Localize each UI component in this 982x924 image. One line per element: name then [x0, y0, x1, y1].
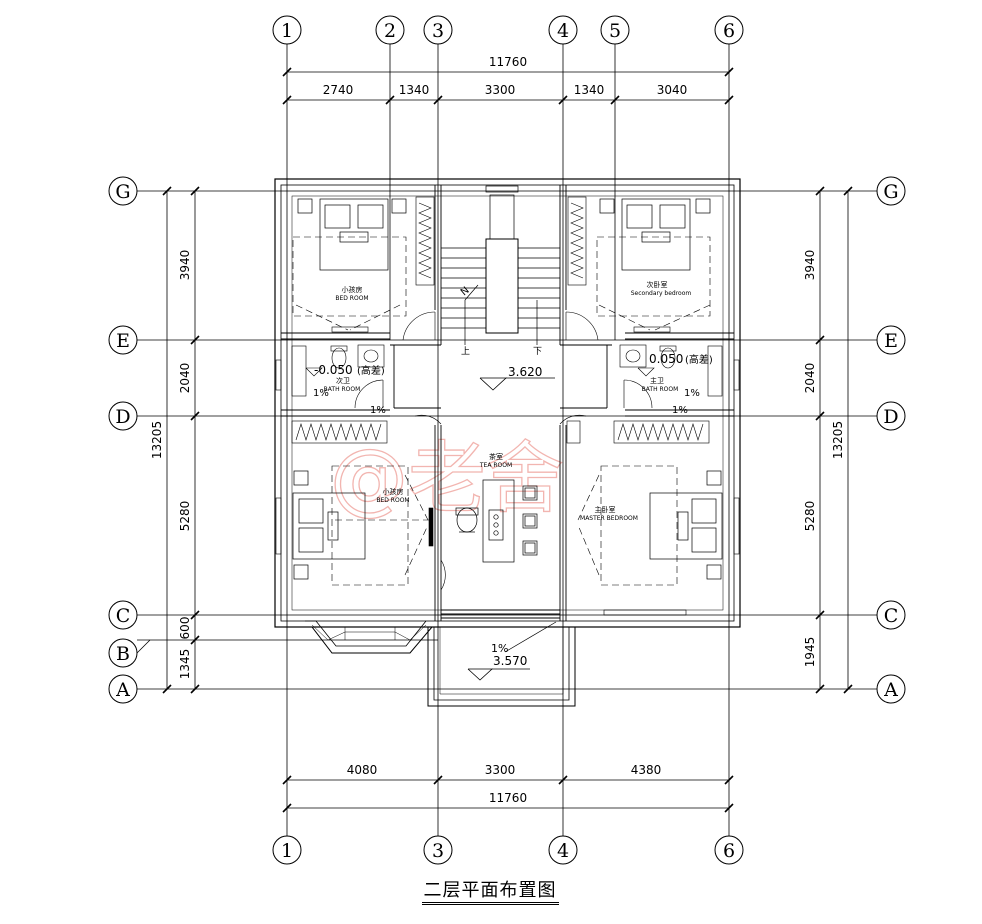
wardrobes [291, 196, 710, 444]
room-bedroom-tl-en: BED ROOM [335, 295, 368, 302]
dim-bottom-seg-3: 4380 [631, 763, 662, 777]
axis-label-top-4: 4 [557, 20, 569, 42]
drawing-title-text: 二层平面布置图 [421, 880, 559, 905]
axis-label-left-a: A [115, 679, 130, 701]
dim-top-seg-4: 1340 [574, 83, 605, 97]
drawing-title: 二层平面布置图 [390, 876, 590, 905]
axis-label-right-a: A [883, 679, 898, 701]
slope-bath-right-b: 1% [672, 405, 688, 416]
drop-note-left: (高差) [357, 364, 385, 377]
axis-grid-lines [137, 44, 877, 836]
dim-left-total: 13205 [150, 421, 164, 459]
room-bedroom-tr-cn: 次卧室 [647, 280, 668, 289]
dim-right-total: 13205 [831, 421, 845, 459]
slope-bath-left-a: 1% [313, 388, 329, 399]
dim-right-seg-1: 3940 [803, 250, 817, 281]
bath-level-left: -0.050 (高差) 1% 1% [305, 363, 386, 416]
dim-left-seg-3: 5280 [178, 501, 192, 532]
axis-label-top-1: 1 [281, 20, 293, 42]
room-tea-cn: 茶室 [489, 452, 503, 461]
dimension-lines [162, 67, 853, 813]
tea-table [455, 479, 538, 563]
dim-bottom-seg-1: 4080 [347, 763, 378, 777]
slope-bath-left-b: 1% [370, 405, 386, 416]
axis-label-top-3: 3 [432, 20, 444, 42]
level-mark-balcony: 3.570 1% [467, 621, 557, 681]
room-bedroom-tl-cn: 小孩房 [342, 285, 363, 294]
drop-note-right: (高差) [685, 353, 713, 366]
room-bath-left-cn: 次卫 [336, 376, 350, 385]
axis-label-left-b: B [116, 643, 130, 665]
dim-top-seg-1: 2740 [323, 83, 354, 97]
room-tea-en: TEA ROOM [479, 462, 512, 469]
dim-bottom-total: 11760 [489, 791, 527, 805]
dim-right-seg-4: 1945 [803, 637, 817, 668]
axis-label-right-c: C [884, 605, 899, 627]
dim-bottom-seg-2: 3300 [485, 763, 516, 777]
axis-label-top-5: 5 [609, 20, 621, 42]
dim-right-seg-3: 5280 [803, 501, 817, 532]
dimension-texts: 11760 2740 1340 3300 1340 3040 4080 3300… [150, 55, 845, 805]
level-mark-main: 3.620 [479, 365, 555, 391]
axis-label-left-c: C [116, 605, 131, 627]
axis-label-right-e: E [884, 330, 898, 352]
bath-level-right: 0.050 (高差) 1% 1% [637, 352, 713, 416]
dashed-outlines [292, 236, 711, 586]
stair-up-label: 上 [461, 346, 470, 357]
dim-left-seg-2: 2040 [178, 363, 192, 394]
axis-label-top-6: 6 [723, 20, 735, 42]
level-main-text: 3.620 [508, 365, 542, 379]
axis-label-right-d: D [883, 406, 898, 428]
axis-label-left-d: D [115, 406, 130, 428]
room-bath-right-en: BATH ROOM [642, 386, 679, 393]
room-bath-left-en: BATH ROOM [324, 386, 361, 393]
room-master-en: MASTER BEDROOM [580, 515, 638, 522]
windows [275, 326, 740, 616]
axis-label-right-g: G [883, 181, 898, 203]
axis-label-bottom-1: 1 [281, 840, 293, 862]
axis-label-bottom-4: 4 [557, 840, 569, 862]
dim-top-total: 11760 [489, 55, 527, 69]
staircase [441, 185, 560, 345]
dim-top-seg-5: 3040 [657, 83, 688, 97]
beds [292, 198, 723, 580]
axis-label-bottom-3: 3 [432, 840, 444, 862]
axis-label-left-e: E [116, 330, 130, 352]
dim-top-seg-2: 1340 [399, 83, 430, 97]
level-bath-left: -0.050 [314, 363, 353, 377]
axis-label-bottom-6: 6 [723, 840, 735, 862]
stair-down-label: 下 [533, 347, 542, 357]
dim-left-seg-4: 600 [178, 617, 192, 640]
slope-balcony: 1% [491, 642, 508, 655]
exterior-walls [274, 178, 741, 707]
level-bath-right: 0.050 [649, 352, 683, 366]
level-balcony-text: 3.570 [493, 654, 527, 668]
doors [354, 311, 653, 591]
room-labels: 小孩房 BED ROOM 次卧室 Secondary bedroom 次卫 BA… [324, 280, 692, 522]
watermark: @老舍 [330, 434, 564, 524]
bath-fixtures [291, 344, 723, 397]
room-master-cn: 主卧室 [595, 505, 616, 514]
dim-right-seg-2: 2040 [803, 363, 817, 394]
stair-north-mark: N [459, 285, 472, 298]
room-bedroom-tr-en: Secondary bedroom [631, 290, 692, 297]
room-bath-right-cn: 主卫 [650, 376, 664, 385]
room-bedroom-bl-en: BED ROOM [376, 497, 409, 504]
axis-label-left-g: G [115, 181, 130, 203]
interior-walls [281, 185, 734, 621]
axis-bubbles: 1 2 3 4 5 6 1 3 4 6 G E D C B A G E D C … [108, 15, 906, 865]
axis-label-top-2: 2 [384, 20, 396, 42]
dim-left-seg-5: 1345 [178, 649, 192, 680]
slope-bath-right-a: 1% [684, 388, 700, 399]
dim-left-seg-1: 3940 [178, 250, 192, 281]
room-bedroom-bl-cn: 小孩房 [383, 487, 404, 496]
dim-top-seg-3: 3300 [485, 83, 516, 97]
